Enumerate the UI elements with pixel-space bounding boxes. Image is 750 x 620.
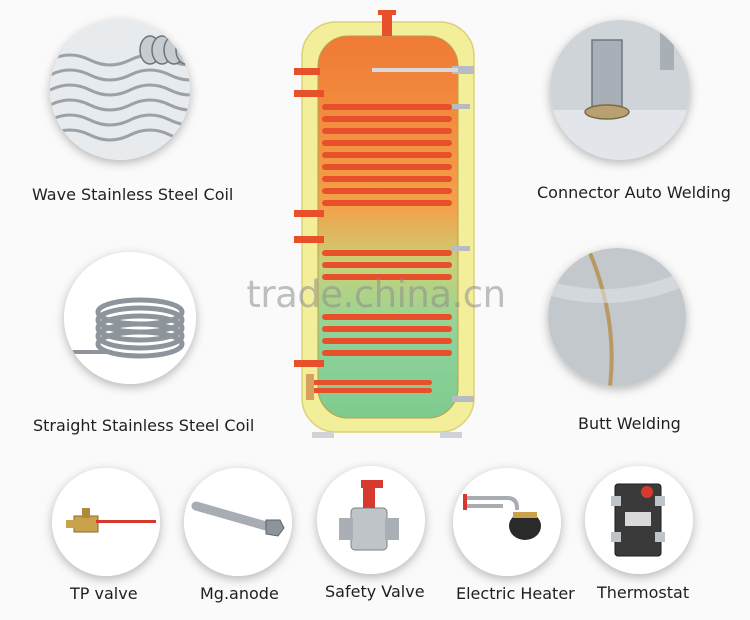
- safety-valve-label: Safety Valve: [325, 582, 425, 601]
- mg-anode-label: Mg.anode: [200, 584, 279, 603]
- connector-welding-label: Connector Auto Welding: [537, 183, 731, 202]
- watermark: trade.china.cn: [246, 273, 506, 316]
- butt-welding-photo: [548, 248, 686, 386]
- butt-welding-label: Butt Welding: [578, 414, 681, 433]
- water-tank-diagram: [294, 10, 475, 438]
- wave-coil-label: Wave Stainless Steel Coil: [32, 185, 234, 204]
- thermostat-photo: [585, 466, 693, 574]
- wave-coil-photo: [50, 20, 190, 160]
- connector-welding-photo: [550, 20, 690, 160]
- straight-coil-photo: [64, 252, 196, 384]
- tp-valve-label: TP valve: [70, 584, 138, 603]
- electric-heater-photo: [453, 468, 561, 576]
- electric-heater-label: Electric Heater: [456, 584, 575, 603]
- thermostat-label: Thermostat: [597, 583, 690, 602]
- mg-anode-photo: [184, 468, 292, 576]
- straight-coil-label: Straight Stainless Steel Coil: [33, 416, 255, 435]
- tp-valve-photo: [52, 468, 160, 576]
- safety-valve-photo: [317, 466, 425, 574]
